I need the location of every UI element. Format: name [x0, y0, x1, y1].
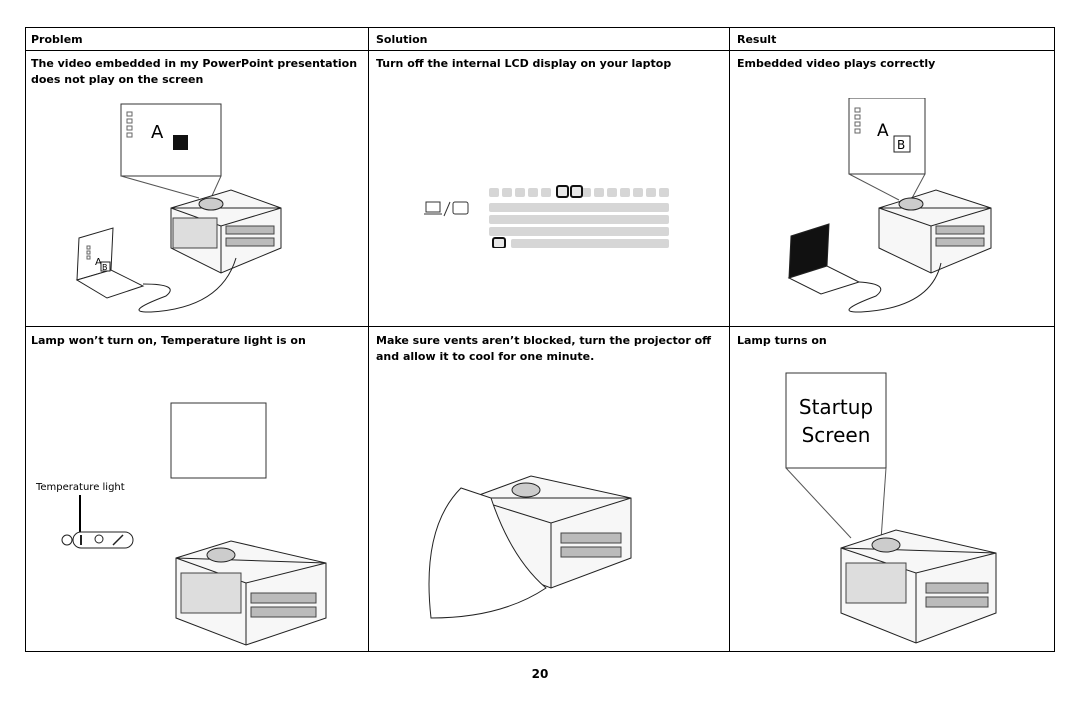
- row2-solution: Make sure vents aren’t blocked, turn the…: [376, 334, 712, 363]
- column-divider: [368, 28, 369, 651]
- function-key-highlight: [556, 185, 569, 198]
- svg-text:B: B: [102, 263, 108, 272]
- row1-problem: The video embedded in my PowerPoint pres…: [31, 57, 358, 86]
- startup-screen-illustration: Startup Screen: [785, 372, 997, 644]
- projector-laptop-illustration: A A B: [75, 103, 282, 313]
- row1-solution: Turn off the internal LCD display on you…: [376, 57, 672, 70]
- header-result: Result: [737, 33, 777, 46]
- troubleshooting-table: Problem Solution Result The video embedd…: [25, 27, 1055, 652]
- page-number: 20: [531, 667, 549, 681]
- startup-screen-box: [785, 372, 887, 469]
- header-problem: Problem: [31, 33, 83, 46]
- monitor-icon: [452, 201, 469, 215]
- wrench-icon: [112, 534, 124, 546]
- cloth-cover: [428, 487, 547, 619]
- vents-projector-illustration: [428, 475, 632, 619]
- row1-result: Embedded video plays correctly: [737, 57, 936, 70]
- svg-text:B: B: [897, 138, 905, 152]
- blank-screen-box: [170, 402, 267, 479]
- temperature-label: Temperature light: [35, 482, 125, 493]
- row-divider: [26, 326, 1054, 327]
- column-divider: [729, 28, 730, 651]
- black-video-box: [173, 135, 188, 150]
- projected-screen-box: [120, 103, 222, 177]
- svg-text:A: A: [95, 257, 102, 268]
- temperature-light-illustration: Temperature light: [35, 402, 327, 646]
- fn-key-highlight: [492, 237, 506, 248]
- keyboard-illustration: [424, 185, 669, 248]
- startup-line2: Screen: [802, 423, 871, 447]
- power-icon: [61, 534, 73, 546]
- projector-working-illustration: A B: [787, 98, 992, 313]
- svg-text:A: A: [877, 121, 889, 141]
- screen-letter-a: A: [151, 122, 164, 143]
- startup-line1: Startup: [799, 395, 873, 419]
- lamp-icon: [94, 534, 104, 544]
- row2-problem: Lamp won’t turn on, Temperature light is…: [31, 334, 306, 347]
- row2-result: Lamp turns on: [737, 334, 827, 347]
- header-solution: Solution: [376, 33, 428, 46]
- header-divider: [26, 50, 1054, 51]
- laptop-icon: [425, 201, 441, 213]
